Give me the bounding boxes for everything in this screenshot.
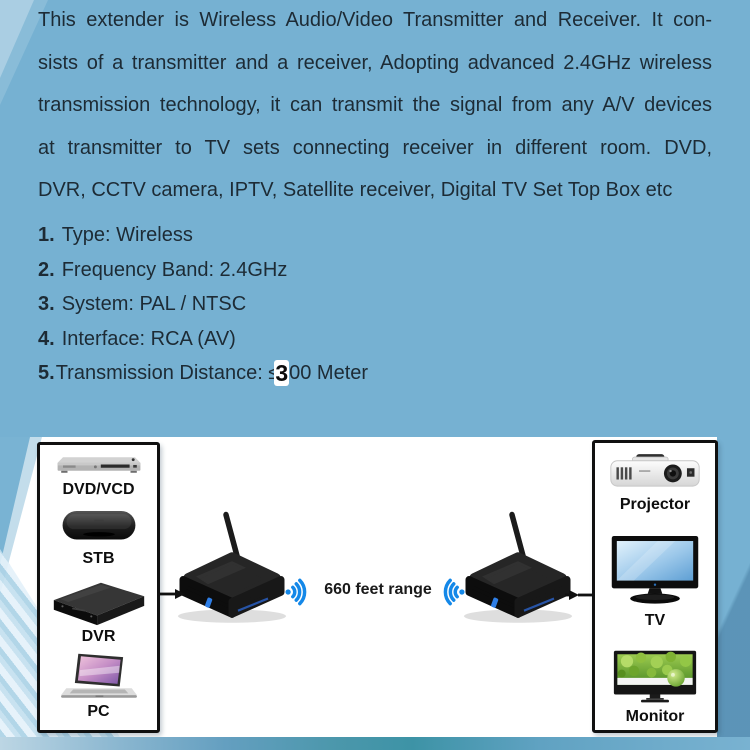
- device-label: DVR: [81, 628, 116, 645]
- description-line: DVR, CCTV camera, IPTV, Satellite receiv…: [38, 179, 673, 201]
- spec-item-interface: 4. Interface: RCA (AV): [38, 322, 368, 357]
- description-line: at transmitter to TV sets connecting rec…: [38, 136, 712, 159]
- spec-number: 5.: [38, 362, 55, 385]
- transmitter-box-icon: [166, 506, 306, 636]
- background-edge-decoration: [717, 437, 750, 737]
- bottom-band-decoration: [0, 737, 750, 750]
- receiver-box-icon: [452, 506, 592, 636]
- wifi-signal-icon: [284, 572, 312, 612]
- spec-number: 4.: [38, 327, 55, 350]
- description-line: sists of a transmitter and a receiver, A…: [38, 51, 712, 74]
- laptop-icon: [53, 652, 145, 702]
- device-label: DVD/VCD: [62, 481, 135, 498]
- spec-text: Type: Wireless: [61, 224, 193, 246]
- projector-icon: [608, 451, 702, 493]
- device-label: Monitor: [625, 708, 685, 725]
- source-devices-box: DVD/VCD STB: [37, 442, 160, 733]
- patched-digit: 3: [274, 360, 290, 387]
- device-label: TV: [644, 612, 666, 629]
- device-label: STB: [82, 550, 115, 567]
- spec-text: System: PAL / NTSC: [61, 293, 247, 316]
- device-label: Projector: [619, 496, 691, 513]
- dvr-icon: [50, 577, 148, 627]
- background-shade-decoration: [717, 495, 750, 737]
- spec-item-transmission-distance: 5.Transmission Distance: ≤300 Meter: [38, 356, 368, 391]
- arrow-right-icon: [565, 590, 595, 600]
- description-line: transmission technology, it can transmit…: [38, 94, 712, 116]
- dvd-player-icon: [53, 451, 145, 478]
- tv-icon: [609, 533, 701, 607]
- monitor-icon: [611, 649, 699, 705]
- spec-item-system: 3. System: PAL / NTSC: [38, 287, 368, 322]
- spec-text: Frequency Band: 2.4GHz: [61, 258, 288, 281]
- output-devices-box: Projector TV: [592, 440, 718, 733]
- range-label: 660 feet range: [324, 581, 432, 598]
- connection-diagram: DVD/VCD STB: [0, 437, 750, 737]
- spec-text: 00 Meter: [289, 362, 369, 385]
- description-line: This extender is Wireless Audio/Video Tr…: [38, 9, 712, 31]
- arrow-right-icon: [157, 589, 185, 599]
- spec-number: 1.: [38, 224, 55, 246]
- device-label: PC: [87, 703, 110, 720]
- spec-number: 3.: [38, 293, 55, 316]
- set-top-box-icon: [59, 507, 139, 545]
- spec-item-frequency: 2. Frequency Band: 2.4GHz: [38, 253, 368, 288]
- spec-list: 1. Type: Wireless 2. Frequency Band: 2.4GH…: [38, 218, 368, 391]
- spec-number: 2.: [38, 258, 55, 281]
- product-description: This extender is Wireless Audio/Video Tr…: [38, 0, 712, 212]
- spec-item-type: 1. Type: Wireless: [38, 218, 368, 253]
- spec-text: Interface: RCA (AV): [61, 327, 236, 350]
- wifi-signal-icon: [438, 572, 466, 612]
- spec-text: Transmission Distance: ≤: [55, 362, 280, 385]
